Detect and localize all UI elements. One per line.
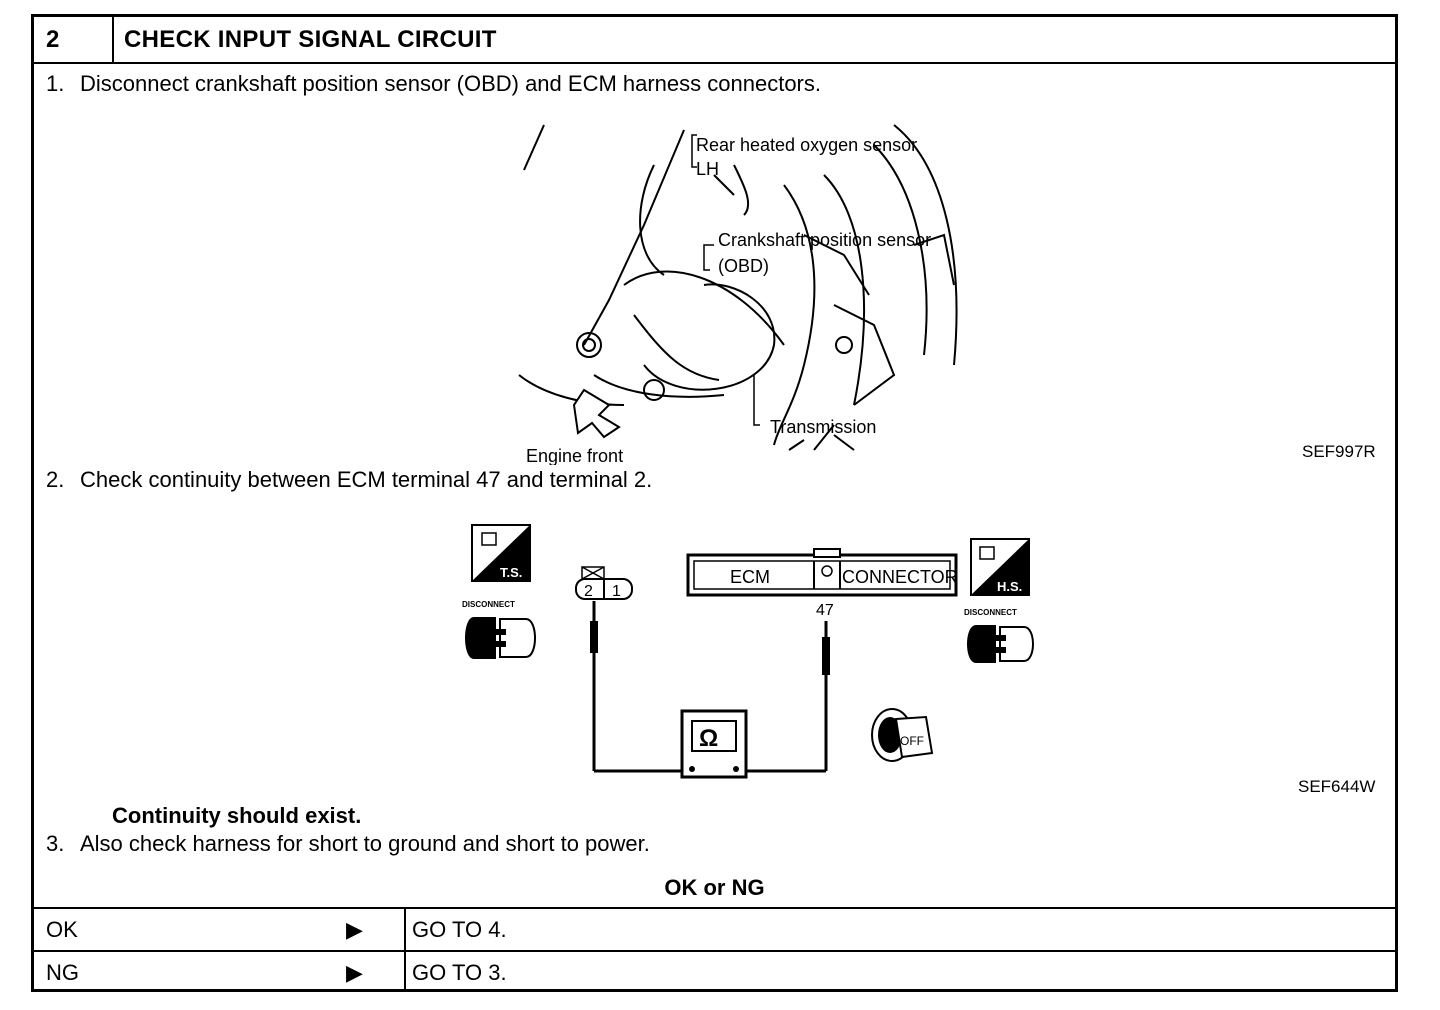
label-rear-heated-oxygen-sensor: Rear heated oxygen sensor — [696, 135, 917, 155]
step-title: CHECK INPUT SIGNAL CIRCUIT — [124, 26, 497, 53]
instruction-number: 1. — [46, 71, 65, 96]
pin-2: 2 — [584, 583, 593, 600]
result-row-ok: OK ▶ GO TO 4. — [34, 907, 1395, 950]
result-label: OK — [46, 917, 78, 942]
continuity-note: Continuity should exist. — [112, 803, 362, 828]
hs-label: H.S. — [997, 579, 1022, 594]
engine-illustration: Rear heated oxygen sensor LH Crankshaft … — [518, 124, 958, 465]
figure-ref-2: SEF644W — [1298, 777, 1376, 796]
disconnect-label-left: DISCONNECT — [462, 600, 515, 609]
ecm-connector: ECM CONNECTOR 47 — [686, 548, 958, 619]
ignition-key-icon: OFF — [871, 708, 934, 762]
ecm-label: ECM — [730, 567, 770, 587]
column-divider — [404, 952, 406, 992]
label-crankshaft-position-sensor: Crankshaft position sensor — [718, 230, 931, 250]
header-row: 2 CHECK INPUT SIGNAL CIRCUIT — [34, 17, 1395, 64]
harness-icon — [979, 546, 995, 560]
ts-label: T.S. — [500, 565, 522, 580]
step-number: 2 — [34, 17, 114, 62]
terminal-47: 47 — [816, 602, 834, 619]
label-transmission: Transmission — [770, 417, 876, 437]
figure-ref-1: SEF997R — [1302, 442, 1376, 461]
instruction-number: 3. — [46, 831, 65, 856]
instruction-3: 3. Also check harness for short to ground… — [46, 831, 650, 857]
label-lh: LH — [696, 159, 719, 179]
ohmmeter: Ω — [680, 709, 748, 779]
column-divider — [404, 909, 406, 950]
probe-right — [822, 637, 830, 675]
arrow-icon: ▶ — [346, 960, 363, 985]
instruction-text: Check continuity between ECM terminal 47… — [80, 467, 653, 492]
instruction-2: 2. Check continuity between ECM terminal … — [46, 467, 652, 493]
ok-or-ng-title: OK or NG — [664, 875, 765, 900]
procedure-table: 2 CHECK INPUT SIGNAL CIRCUIT 1. Disconnec… — [31, 14, 1398, 992]
connector-disconnect-icon-right — [967, 625, 1034, 663]
instruction-text: Disconnect crankshaft position sensor (O… — [80, 71, 821, 96]
pin-1: 1 — [612, 583, 621, 600]
sensor-connector: 2 1 — [575, 566, 633, 600]
result-label: NG — [46, 960, 79, 985]
connector-label: CONNECTOR — [842, 567, 958, 587]
disconnect-label-right: DISCONNECT — [964, 608, 1017, 617]
off-label: OFF — [900, 734, 924, 748]
result-action: GO TO 4. — [412, 917, 507, 942]
instruction-text: Also check harness for short to ground a… — [80, 831, 650, 856]
label-engine-front: Engine front — [526, 446, 623, 465]
hs-badge: H.S. — [970, 538, 1030, 596]
ohm-symbol: Ω — [699, 725, 718, 752]
ts-badge: T.S. — [471, 524, 531, 582]
probe-left — [590, 621, 598, 653]
result-row-ng: NG ▶ GO TO 3. — [34, 950, 1395, 992]
tester-icon — [481, 532, 497, 546]
label-obd: (OBD) — [718, 256, 769, 276]
connector-disconnect-icon-left — [465, 617, 536, 659]
instruction-1: 1. Disconnect crankshaft position sensor … — [46, 71, 821, 97]
arrow-icon: ▶ — [346, 917, 363, 942]
continuity-diagram: T.S. DISCONNECT 2 1 ECM CONNECTOR — [462, 524, 1034, 779]
instruction-number: 2. — [46, 467, 65, 492]
result-action: GO TO 3. — [412, 960, 507, 985]
test-leads — [592, 601, 828, 773]
